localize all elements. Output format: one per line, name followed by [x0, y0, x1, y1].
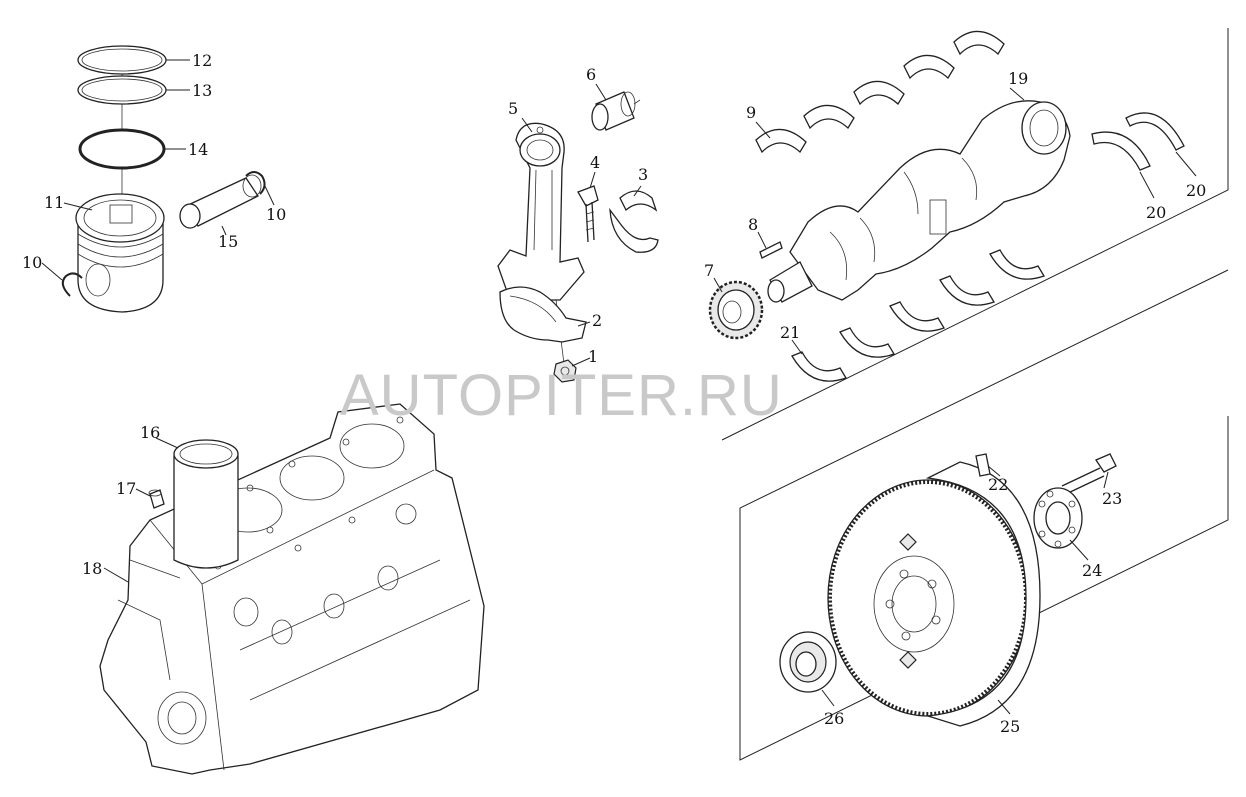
connecting-rod	[497, 122, 585, 301]
small-end-bushing	[591, 91, 641, 131]
callout-6: 6	[586, 65, 596, 84]
watermark: AUTOPITER.RU	[340, 363, 783, 428]
circlip-left	[61, 272, 83, 297]
callout-labels: 12 13 14 11 10 10 15 5 6 4 3 2 1 9 19 20…	[22, 51, 1206, 736]
callout-9: 9	[746, 103, 756, 122]
callout-23: 23	[1102, 489, 1122, 508]
crankshaft-group	[708, 28, 1229, 441]
flywheel	[827, 461, 1041, 727]
rod-bearing-shells	[609, 190, 659, 253]
bolt-plate	[1033, 487, 1083, 549]
connecting-rod-cap	[499, 286, 587, 343]
cylinder-liner	[173, 439, 239, 569]
dowel-pin	[975, 453, 991, 477]
callout-1: 1	[588, 347, 598, 366]
callout-16: 16	[140, 423, 160, 442]
flywheel-group	[739, 269, 1229, 761]
rod-nut	[553, 359, 577, 383]
callout-5: 5	[508, 99, 518, 118]
piston-ring-13	[77, 75, 167, 105]
piston-ring-14	[78, 128, 166, 170]
callout-13: 13	[192, 81, 212, 100]
cylinder-block	[99, 403, 485, 775]
callout-2: 2	[592, 311, 602, 330]
callout-24: 24	[1082, 561, 1102, 580]
callout-10-left: 10	[22, 253, 42, 272]
piston-ring-12	[77, 45, 167, 75]
rod-bolt	[577, 185, 599, 243]
crankshaft	[767, 100, 1071, 303]
cylinder-block-group	[99, 403, 485, 775]
callout-7: 7	[704, 261, 714, 280]
callout-4: 4	[590, 153, 600, 172]
callout-15: 15	[218, 232, 238, 251]
main-bearings-upper	[755, 30, 1005, 154]
callout-25: 25	[1000, 717, 1020, 736]
callout-10-right: 10	[266, 205, 286, 224]
pilot-bearing	[779, 631, 837, 693]
callout-20-right: 20	[1186, 181, 1206, 200]
callout-22: 22	[988, 475, 1008, 494]
piston-group	[41, 45, 275, 313]
main-bearings-lower	[791, 249, 1045, 382]
callout-19: 19	[1008, 69, 1028, 88]
circlip-right	[245, 171, 266, 195]
callout-21: 21	[780, 323, 800, 342]
callout-12: 12	[192, 51, 212, 70]
callout-20-left: 20	[1146, 203, 1166, 222]
woodruff-key	[759, 241, 783, 259]
thrust-washers	[1091, 112, 1185, 171]
callout-18: 18	[82, 559, 102, 578]
connecting-rod-group	[497, 83, 659, 383]
callout-8: 8	[748, 215, 758, 234]
callout-3: 3	[638, 165, 648, 184]
piston-pin	[179, 174, 262, 229]
callout-26: 26	[824, 709, 844, 728]
core-plug	[148, 489, 165, 509]
callout-17: 17	[116, 479, 136, 498]
crankshaft-gear	[708, 280, 764, 340]
callout-11: 11	[44, 193, 64, 212]
flywheel-bolt	[1061, 453, 1117, 495]
piston	[75, 193, 165, 313]
callout-14: 14	[188, 140, 208, 159]
